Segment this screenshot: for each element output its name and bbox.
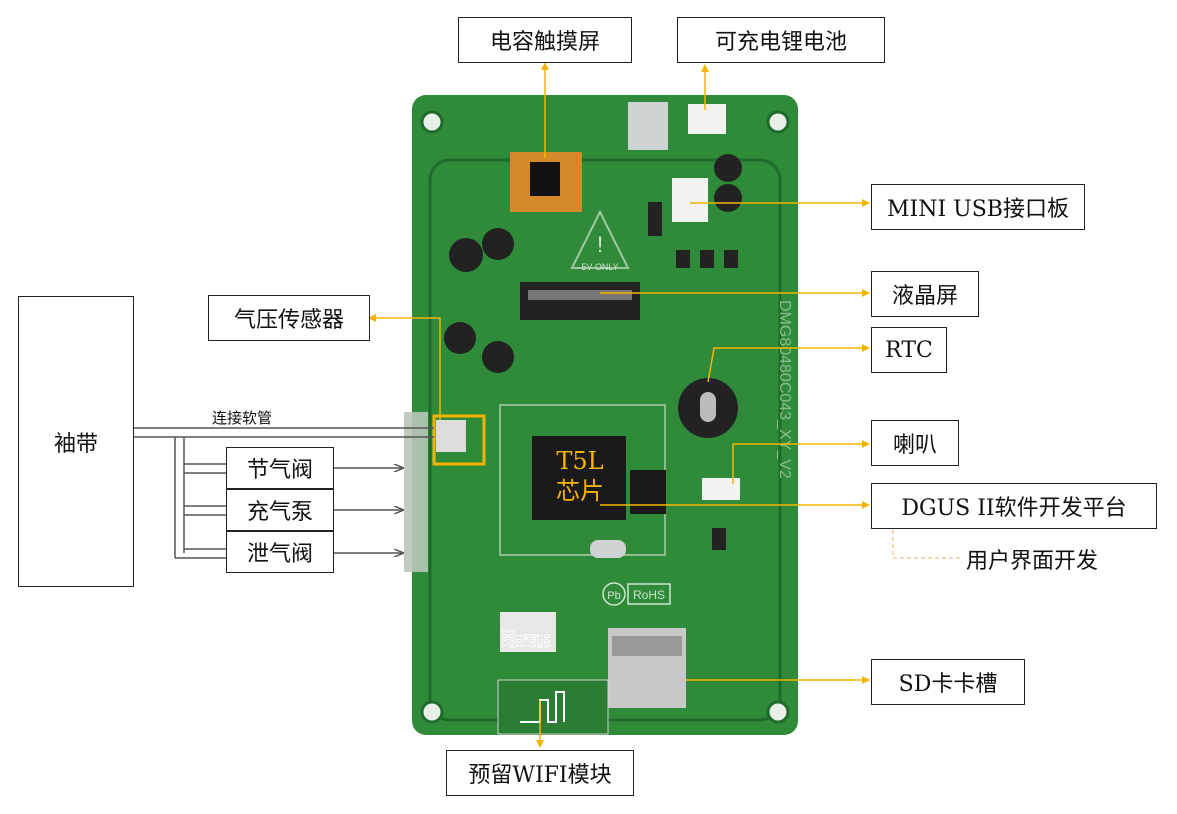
tube-branches xyxy=(174,437,226,559)
warning-text: 5V ONLY xyxy=(581,262,618,272)
cuff-box: 袖带 xyxy=(18,296,134,587)
label-touch-screen: 电容触摸屏 xyxy=(458,17,632,63)
label-sd-slot: SD卡卡槽 xyxy=(871,659,1025,705)
rohs-mark: RoHS xyxy=(633,588,665,602)
pin-labels: TXD2 RXD2 IO1 IO0 GND RST VDD xyxy=(501,629,552,648)
pin-label: IO0 xyxy=(522,633,531,648)
svg-text:!: ! xyxy=(597,232,603,257)
chip-label: T5L 芯片 xyxy=(540,446,620,506)
label-mini-usb: MINI USB接口板 xyxy=(871,184,1085,230)
pcb-board: ! 5V ONLY DMG80480C043_XY_V2 Pb RoHS xyxy=(404,95,798,735)
chip-word: 芯片 xyxy=(556,477,604,505)
label-wifi: 预留WIFI模块 xyxy=(446,750,634,796)
label-lcd: 液晶屏 xyxy=(871,271,979,317)
pb-mark: Pb xyxy=(607,590,620,602)
hose-label: 连接软管 xyxy=(212,409,273,427)
throttle-valve-box: 节气阀 xyxy=(226,447,334,489)
sensor-highlight xyxy=(432,414,486,466)
label-ui-dev: 用户界面开发 xyxy=(966,549,1099,574)
pin-label: VDD xyxy=(543,633,552,648)
label-rtc: RTC xyxy=(871,327,947,373)
chip-model: T5L xyxy=(556,447,604,475)
mount-hole-icon xyxy=(420,700,444,724)
pin-label: IO1 xyxy=(515,633,524,648)
pin-label: RST xyxy=(536,633,545,648)
label-dgus: DGUS II软件开发平台 xyxy=(871,483,1157,529)
arrow-rtc xyxy=(707,344,870,383)
mount-hole-icon xyxy=(766,700,790,724)
pump-box: 充气泵 xyxy=(226,489,334,531)
arrow-pressure xyxy=(368,314,441,420)
dashed-connector xyxy=(892,530,962,559)
arrow-speaker xyxy=(732,440,870,484)
mount-hole-icon xyxy=(420,110,444,134)
release-valve-box: 泄气阀 xyxy=(226,531,334,573)
pin-label: TXD2 xyxy=(501,629,510,648)
board-model: DMG80480C043_XY_V2 xyxy=(776,300,793,479)
mount-hole-icon xyxy=(766,110,790,134)
label-speaker: 喇叭 xyxy=(871,420,959,466)
label-battery: 可充电锂电池 xyxy=(677,17,885,63)
label-pressure-sensor: 气压传感器 xyxy=(208,295,370,341)
pin-label: GND xyxy=(529,633,538,648)
pin-label: RXD2 xyxy=(508,629,517,648)
